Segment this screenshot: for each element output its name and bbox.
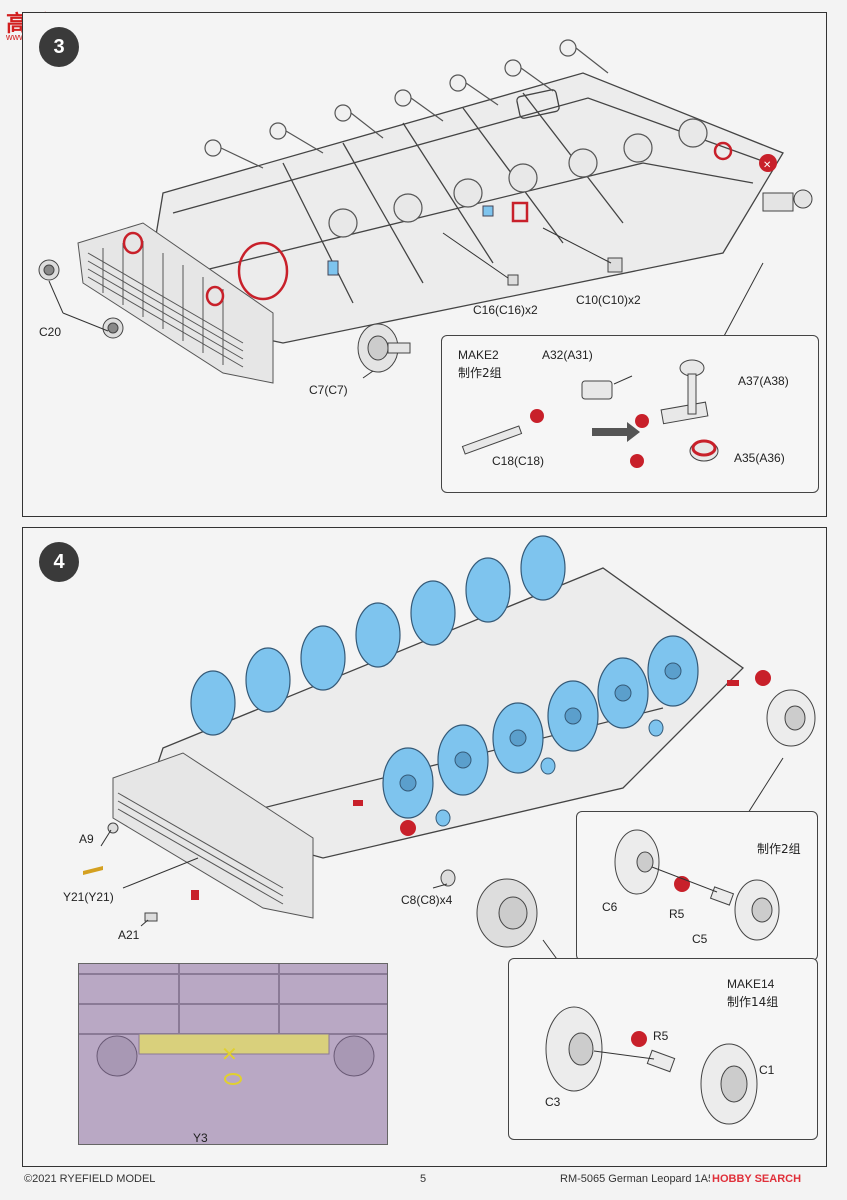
label-y3: Y3: [193, 1131, 208, 1145]
svg-text:✕: ✕: [221, 1044, 238, 1066]
step-3-badge: 3: [39, 27, 79, 67]
road-wheels-upper: [190, 535, 566, 736]
idler-wheel: [766, 689, 816, 747]
inset-drawing: [461, 359, 719, 468]
c20-parts: [38, 259, 124, 339]
red-parts: [191, 680, 739, 900]
label-c5: C5: [692, 932, 708, 946]
label-c10: C10(C10)x2: [576, 293, 641, 307]
c10-part: [607, 257, 623, 273]
label-make-cn: 制作2组: [458, 366, 502, 380]
step-3-panel: 3: [22, 12, 827, 517]
step-3-inset: MAKE2 制作2组 A32(A31) A37(A38) C18(C18) A3…: [441, 335, 819, 493]
rear-part: [762, 189, 813, 212]
label-c6: C6: [602, 900, 618, 914]
step-4-panel: 4: [22, 527, 827, 1167]
label-make: MAKE14: [727, 977, 775, 991]
label-y21: Y21(Y21): [63, 890, 114, 904]
label-c20: C20: [39, 325, 62, 339]
label-make: MAKE2: [458, 348, 499, 362]
torsion-arms: [204, 39, 609, 169]
step-4-inset-top: 制作2组 C6 R5 C5: [576, 811, 818, 961]
red-highlighted-parts: [122, 141, 733, 307]
label-a37: A37(A38): [738, 374, 789, 388]
label-make-cn: 制作2组: [757, 842, 801, 856]
label-c1: C1: [759, 1063, 775, 1077]
step-4-drawing: [83, 535, 816, 989]
label-a32: A32(A31): [542, 348, 593, 362]
label-r5: R5: [669, 907, 685, 921]
label-r5: R5: [653, 1029, 669, 1043]
no-glue-icons: [400, 670, 771, 836]
reference-photo: ✕: [78, 963, 388, 1145]
suspension-hubs: [328, 118, 708, 238]
front-grille: [77, 222, 274, 384]
c16-part: [507, 274, 519, 286]
label-a9: A9: [79, 832, 94, 846]
label-c8: C8(C8)x4: [401, 893, 453, 907]
step-4-inset-bottom: MAKE14 制作14组 R5 C1 C3: [508, 958, 818, 1140]
step-4-badge: 4: [39, 542, 79, 582]
footer-model: RM-5065 German Leopard 1A5 w/ Full Inter…: [560, 1173, 710, 1185]
road-wheel-hubs: [399, 662, 682, 792]
label-c3: C3: [545, 1095, 561, 1109]
footer-page-number: 5: [420, 1173, 427, 1185]
small-parts: [107, 822, 538, 948]
return-rollers: [435, 719, 664, 827]
footer-copyright: ©2021 RYEFIELD MODEL: [24, 1173, 156, 1185]
inset-bottom-drawing: [545, 1006, 758, 1125]
label-c7: C7(C7): [309, 383, 348, 397]
no-glue-icons: [530, 409, 649, 468]
no-glue-icon: ✕: [759, 154, 777, 172]
label-make-cn: 制作14组: [727, 995, 779, 1009]
y21-decal: [83, 866, 103, 875]
blue-highlight-part: [482, 205, 494, 217]
c7-part: [357, 323, 411, 373]
footer-brand: HOBBY SEARCH: [712, 1173, 802, 1185]
no-glue-icon: [631, 1031, 647, 1047]
step-3-drawing: ✕: [38, 39, 813, 384]
blue-highlight-part-2: [327, 260, 339, 276]
direction-arrow: [592, 422, 640, 442]
front-grille: [112, 752, 314, 919]
svg-text:✕: ✕: [763, 160, 771, 171]
label-a35: A35(A36): [734, 451, 785, 465]
inset-top-drawing: [614, 829, 780, 941]
label-c18: C18(C18): [492, 454, 545, 468]
label-c16: C16(C16)x2: [473, 303, 538, 317]
label-a21: A21: [118, 928, 140, 942]
photo-drawing: ✕: [79, 964, 387, 1085]
